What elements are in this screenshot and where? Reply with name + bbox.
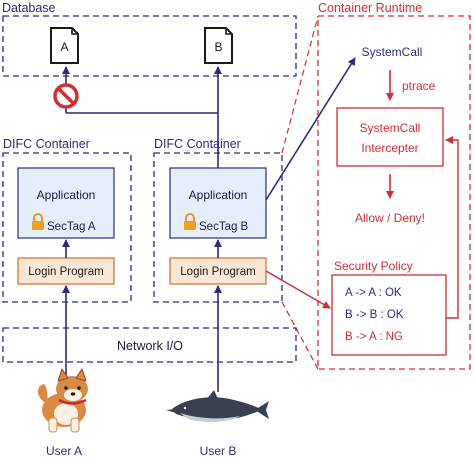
difc-container-b: DIFC Container Application SecTag B Logi…	[153, 137, 283, 303]
dolphin-icon	[166, 390, 269, 423]
network-io-box	[2, 327, 297, 363]
application-b-label: Application	[189, 188, 248, 202]
application-a-label: Application	[37, 188, 96, 202]
container-a-box	[2, 152, 132, 303]
container-a-title: DIFC Container	[3, 137, 90, 151]
database-box	[2, 15, 297, 77]
user-a-label: User A	[46, 444, 82, 458]
systemcall-label: SystemCall	[362, 45, 423, 59]
dog-icon	[38, 367, 88, 433]
login-program-a-box	[17, 257, 115, 285]
interceptor-line1: SystemCall	[360, 121, 421, 135]
network-io-group: Network I/O	[2, 327, 297, 363]
interceptor-box	[336, 107, 444, 167]
zoom-line-top	[281, 15, 319, 154]
difc-container-a: DIFC Container Application SecTag A Logi…	[2, 137, 132, 303]
zoom-line-bottom	[281, 301, 319, 370]
document-a-label: A	[60, 40, 68, 54]
lock-icon	[32, 213, 44, 230]
sectag-a-label: SecTag A	[47, 221, 96, 233]
policy-rule-1: A -> A : OK	[345, 287, 402, 299]
container-runtime-group: Container Runtime SystemCall ptrace Syst…	[265, 1, 471, 370]
policy-rule-2: B -> B : OK	[345, 309, 404, 321]
container-runtime-title: Container Runtime	[318, 1, 422, 15]
arrow-app-b-to-systemcall	[265, 57, 356, 201]
ptrace-label: ptrace	[402, 79, 436, 93]
sectag-b-label: SecTag B	[199, 221, 249, 233]
security-policy-box	[331, 274, 447, 356]
network-io-label: Network I/O	[117, 339, 183, 353]
no-access-icon	[53, 83, 79, 109]
user-b-label: User B	[200, 444, 237, 458]
login-program-a-label: Login Program	[28, 266, 103, 278]
policy-rule-3: B -> A : NG	[345, 331, 403, 343]
document-icon: B	[204, 27, 233, 64]
interceptor-line2: Intercepter	[361, 141, 418, 155]
container-runtime-box	[317, 15, 471, 370]
user-flow-arrows	[62, 57, 356, 392]
decision-label: Allow / Deny!	[355, 211, 425, 225]
security-policy-title: Security Policy	[334, 259, 413, 273]
document-icon: A	[50, 27, 79, 64]
database-title: Database	[2, 1, 56, 15]
arrow-login-b-to-policy	[265, 270, 331, 309]
container-b-title: DIFC Container	[154, 137, 241, 151]
document-b-label: B	[214, 40, 222, 54]
login-program-b-label: Login Program	[180, 266, 255, 278]
policy-lookup-loop	[445, 136, 459, 319]
lock-icon	[184, 213, 196, 230]
database-group: Database A B	[2, 1, 297, 77]
